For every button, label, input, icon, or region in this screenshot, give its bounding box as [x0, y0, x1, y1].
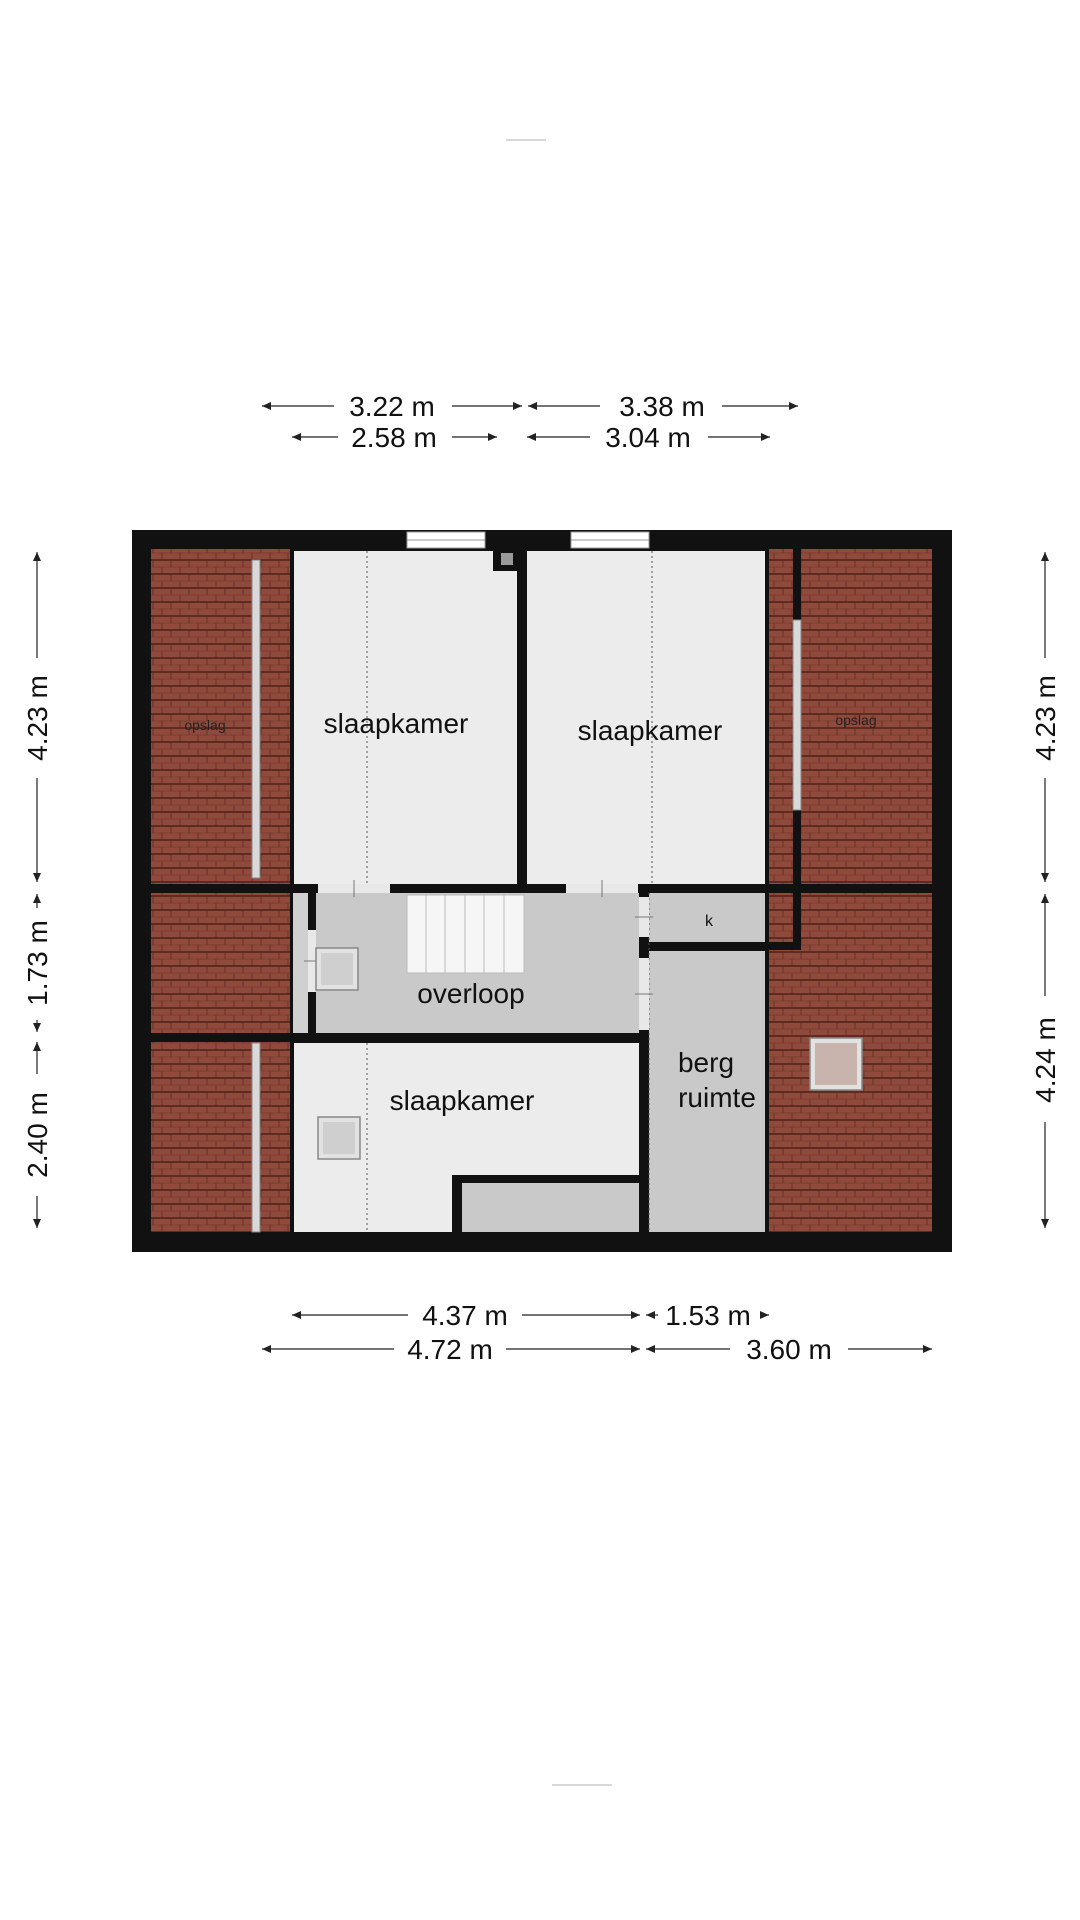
- dim-label-left-middle: 1.73 m: [22, 920, 53, 1006]
- bedroom-1-area: [292, 551, 517, 885]
- dim-label-right-bottom: 4.24 m: [1030, 1017, 1061, 1103]
- dim-label-top-outer-right: 3.38 m: [619, 391, 705, 422]
- roof-area-left-middle: [151, 893, 290, 1033]
- wall-v-bedrooms: [517, 549, 527, 885]
- skylight-icon: [317, 1116, 361, 1160]
- roof-area-left-top: [151, 549, 290, 884]
- wall-h-lower: [151, 1033, 645, 1042]
- dim-label-left-top: 4.23 m: [22, 675, 53, 761]
- closet-area: [649, 893, 765, 943]
- room-label-storage-line-2: ruimte: [678, 1082, 756, 1113]
- door-opening-closet: [635, 897, 653, 937]
- dim-label-bottom-lower-left: 4.72 m: [407, 1334, 493, 1365]
- dim-label-left-bottom: 2.40 m: [22, 1092, 53, 1178]
- dim-label-bottom-upper-right: 1.53 m: [665, 1300, 751, 1331]
- door-opening-storage: [635, 958, 653, 1030]
- dim-left-top: [33, 552, 41, 882]
- skylight-icon: [809, 1037, 863, 1091]
- dim-bottom-lower-left: [262, 1345, 640, 1353]
- storage-area: [649, 951, 765, 1232]
- wall-step-h: [452, 1175, 639, 1183]
- dim-label-top-inner-right: 3.04 m: [605, 422, 691, 453]
- dim-label-bottom-lower-right: 3.60 m: [746, 1334, 832, 1365]
- dim-top-outer-right: [528, 402, 798, 410]
- dim-label-right-top: 4.23 m: [1030, 675, 1061, 761]
- window-icon: [570, 531, 650, 549]
- dim-top-inner-left: [292, 433, 497, 441]
- door-opening-bedroom-1: [318, 880, 390, 897]
- dim-top-outer-left: [262, 402, 522, 410]
- room-label-landing: overloop: [417, 978, 524, 1009]
- skylight-icon: [315, 947, 359, 991]
- landing-kneewall: [293, 893, 308, 1033]
- dim-bottom-upper-right: [646, 1311, 769, 1319]
- kneewall-left-bottom: [251, 1042, 261, 1233]
- window-icon: [406, 531, 486, 549]
- chimney-inner: [501, 553, 513, 565]
- dim-bottom-upper-left: [292, 1311, 640, 1319]
- kneewall-left-top: [251, 559, 261, 879]
- wall-v-storage: [639, 893, 649, 1232]
- room-label-attic-right: opslag: [835, 712, 876, 728]
- room-label-bedroom-1: slaapkamer: [324, 708, 469, 739]
- wall-v-right-rooms: [765, 549, 769, 1232]
- lower-grey-area: [462, 1183, 639, 1232]
- wall-step-v: [452, 1175, 462, 1232]
- wall-h-closet: [649, 942, 801, 950]
- dim-label-bottom-upper-left: 4.37 m: [422, 1300, 508, 1331]
- dim-left-middle: [33, 894, 41, 1032]
- dim-top-inner-right: [527, 433, 770, 441]
- dim-label-top-outer-left: 3.22 m: [349, 391, 435, 422]
- bedroom-2-area: [527, 551, 765, 885]
- dim-left-bottom: [33, 1042, 41, 1228]
- dim-bottom-lower-right: [646, 1345, 932, 1353]
- dim-label-top-inner-left: 2.58 m: [351, 422, 437, 453]
- wall-h-middle: [151, 884, 932, 893]
- room-label-bedroom-3: slaapkamer: [390, 1085, 535, 1116]
- room-label-storage-line-1: berg: [678, 1047, 734, 1078]
- staircase-icon: [406, 894, 525, 974]
- room-label-closet: k: [705, 913, 714, 930]
- room-label-attic-left: opslag: [184, 717, 225, 733]
- dim-right-top: [1041, 552, 1049, 882]
- roof-area-left-bottom: [151, 1041, 290, 1232]
- kneewall-right-top: [792, 619, 802, 811]
- wall-v-left-rooms: [290, 549, 294, 1232]
- room-label-bedroom-2: slaapkamer: [578, 715, 723, 746]
- door-opening-bedroom-2: [566, 880, 638, 897]
- dim-right-bottom: [1041, 894, 1049, 1228]
